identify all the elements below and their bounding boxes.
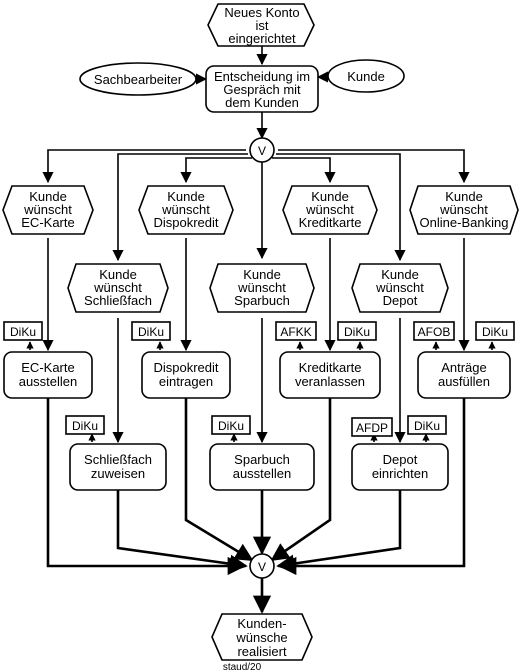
event-start-line1: Neues Konto xyxy=(224,5,299,20)
function-depot-line1: Depot xyxy=(383,452,418,467)
function-ec-line2: ausstellen xyxy=(19,374,78,389)
info-diku-spar: DiKu xyxy=(211,415,251,435)
info-afob: AFOB xyxy=(413,321,455,341)
event-online-line1: Kunde xyxy=(445,189,483,204)
event-start-line2: ist xyxy=(256,18,269,33)
event-online: Kunde wünscht Online-Banking xyxy=(409,185,519,235)
info-diku-schliess-label: DiKu xyxy=(72,419,98,433)
function-online: Anträge ausfüllen xyxy=(417,351,511,399)
event-depot: Kunde wünscht Depot xyxy=(351,263,449,313)
event-schliess: Kunde wünscht Schließfach xyxy=(67,263,169,313)
function-spar-line1: Sparbuch xyxy=(234,452,290,467)
function-kredit-line1: Kreditkarte xyxy=(299,360,362,375)
event-dispo-line3: Dispokredit xyxy=(153,215,218,230)
event-ec-line3: EC-Karte xyxy=(21,215,74,230)
event-spar-line2: wünscht xyxy=(237,280,286,295)
event-depot-line3: Depot xyxy=(383,293,418,308)
event-ec-line1: Kunde xyxy=(29,189,67,204)
role-sachbearbeiter: Sachbearbeiter xyxy=(79,62,197,96)
info-afkk: AFKK xyxy=(275,321,317,341)
event-depot-line2: wünscht xyxy=(375,280,424,295)
event-start: Neues Konto ist eingerichtet xyxy=(207,3,315,47)
info-diku-depot: DiKu xyxy=(407,415,447,435)
footer-credit: staud/20 xyxy=(223,662,262,672)
info-afdp-label: AFDP xyxy=(356,421,388,435)
info-diku-ec-label: DiKu xyxy=(10,325,36,339)
info-diku-ec: DiKu xyxy=(3,321,43,341)
event-end: Kunden- wünsche realisiert xyxy=(211,613,313,661)
connector-split-label: V xyxy=(258,144,266,158)
event-ec: Kunde wünscht EC-Karte xyxy=(2,185,94,235)
event-kredit: Kunde wünscht Kreditkarte xyxy=(282,185,378,235)
function-schliess-line2: zuweisen xyxy=(91,466,145,481)
function-dispo-line1: Dispokredit xyxy=(153,360,218,375)
function-decision: Entscheidung im Gespräch mit dem Kunden xyxy=(205,65,319,113)
function-dispo-line2: eintragen xyxy=(159,374,213,389)
event-kredit-line1: Kunde xyxy=(311,189,349,204)
function-kredit-line2: veranlassen xyxy=(295,374,365,389)
function-online-line2: ausfüllen xyxy=(438,374,490,389)
function-decision-line3: dem Kunden xyxy=(225,95,299,110)
event-kredit-line2: wünscht xyxy=(305,202,354,217)
info-diku-depot-label: DiKu xyxy=(414,419,440,433)
event-online-line3: Online-Banking xyxy=(420,215,509,230)
function-ec-line1: EC-Karte xyxy=(21,360,74,375)
event-end-line1: Kunden- xyxy=(237,616,286,631)
edges xyxy=(26,46,496,614)
event-end-line3: realisiert xyxy=(237,644,287,659)
event-online-line2: wünscht xyxy=(439,202,488,217)
role-sachbearbeiter-label: Sachbearbeiter xyxy=(94,72,183,87)
function-kredit: Kreditkarte veranlassen xyxy=(279,351,381,399)
connector-join: V xyxy=(249,553,275,579)
function-depot: Depot einrichten xyxy=(351,443,449,491)
event-spar: Kunde wünscht Sparbuch xyxy=(209,263,315,313)
event-kredit-line3: Kreditkarte xyxy=(299,215,362,230)
info-diku-online-label: DiKu xyxy=(482,325,508,339)
event-depot-line1: Kunde xyxy=(381,267,419,282)
info-afob-label: AFOB xyxy=(418,325,451,339)
connector-split: V xyxy=(249,137,275,163)
event-ec-line2: wünscht xyxy=(23,202,72,217)
event-schliess-line3: Schließfach xyxy=(84,293,152,308)
role-kunde: Kunde xyxy=(327,59,405,93)
function-ec: EC-Karte ausstellen xyxy=(3,351,93,399)
function-decision-line2: Gespräch mit xyxy=(223,82,301,97)
info-diku-schliess: DiKu xyxy=(65,415,105,435)
event-spar-line1: Kunde xyxy=(243,267,281,282)
function-schliess-line1: Schließfach xyxy=(84,452,152,467)
function-dispo: Dispokredit eintragen xyxy=(141,351,231,399)
info-diku-dispo: DiKu xyxy=(131,321,171,341)
event-dispo: Kunde wünscht Dispokredit xyxy=(138,185,234,235)
connector-join-label: V xyxy=(258,560,266,574)
info-diku-kredit: DiKu xyxy=(337,321,377,341)
function-online-line1: Anträge xyxy=(441,360,487,375)
info-afdp: AFDP xyxy=(351,417,393,437)
info-afkk-label: AFKK xyxy=(280,325,311,339)
function-decision-line1: Entscheidung im xyxy=(214,69,310,84)
event-end-line2: wünsche xyxy=(235,630,287,645)
event-dispo-line1: Kunde xyxy=(167,189,205,204)
event-schliess-line1: Kunde xyxy=(99,267,137,282)
info-diku-spar-label: DiKu xyxy=(218,419,244,433)
event-schliess-line2: wünscht xyxy=(93,280,142,295)
info-diku-dispo-label: DiKu xyxy=(138,325,164,339)
function-schliess: Schließfach zuweisen xyxy=(69,443,167,491)
function-depot-line2: einrichten xyxy=(372,466,428,481)
event-dispo-line2: wünscht xyxy=(161,202,210,217)
event-start-line3: eingerichtet xyxy=(228,31,296,46)
info-diku-online: DiKu xyxy=(475,321,515,341)
event-spar-line3: Sparbuch xyxy=(234,293,290,308)
function-spar-line2: ausstellen xyxy=(233,466,292,481)
role-kunde-label: Kunde xyxy=(347,69,385,84)
function-spar: Sparbuch ausstellen xyxy=(209,443,315,491)
info-diku-kredit-label: DiKu xyxy=(344,325,370,339)
